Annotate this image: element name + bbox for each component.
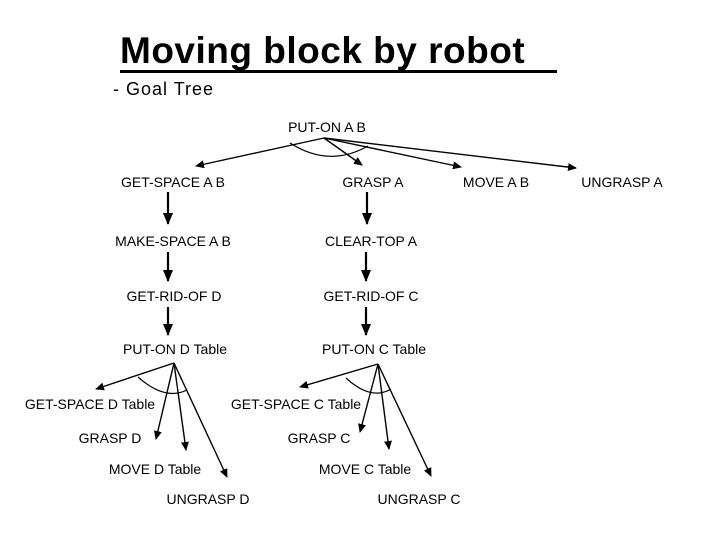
edge-puton-ab-to-grasp-a	[323, 137, 363, 166]
node-grasp-a: GRASP A	[342, 174, 404, 190]
node-make-space-a-b: MAKE-SPACE A B	[115, 233, 231, 249]
edge-puton-ab-to-ungrasp-a	[323, 137, 577, 172]
right-chain-edges	[361, 192, 372, 336]
edge-puton-c-to-ungrasp-c	[377, 363, 432, 477]
node-get-space-d-table: GET-SPACE D Table	[25, 396, 155, 412]
bottom-left-fan-edges	[95, 362, 228, 478]
edge-puton-d-to-ungrasp-d	[173, 362, 228, 478]
node-ungrasp-a: UNGRASP A	[581, 174, 663, 190]
edge-puton-ab-to-move-ab	[323, 137, 462, 170]
node-move-d-table: MOVE D Table	[109, 461, 202, 477]
edge-puton-c-to-move-c-table	[377, 363, 392, 450]
slide-title: Moving block by robot	[120, 30, 526, 71]
edge-puton-d-to-grasp-d	[153, 362, 175, 440]
tree-node-labels: PUT-ON A B GET-SPACE A B GRASP A MOVE A …	[25, 119, 663, 507]
sequence-arc-top	[289, 142, 369, 157]
node-clear-top-a: CLEAR-TOP A	[325, 233, 418, 249]
node-get-space-c-table: GET-SPACE C Table	[231, 396, 361, 412]
node-put-on-d-table: PUT-ON D Table	[123, 341, 227, 357]
node-get-rid-of-c: GET-RID-OF C	[324, 288, 419, 304]
node-get-space-a-b: GET-SPACE A B	[121, 174, 225, 190]
node-get-rid-of-d: GET-RID-OF D	[127, 288, 222, 304]
edge-puton-ab-to-getspace-ab	[195, 137, 325, 169]
node-ungrasp-c: UNGRASP C	[378, 491, 461, 507]
sequence-arc-c	[345, 377, 392, 394]
node-grasp-d: GRASP D	[79, 430, 142, 446]
node-put-on-c-table: PUT-ON C Table	[322, 341, 426, 357]
node-put-on-a-b: PUT-ON A B	[288, 119, 366, 135]
sequence-arc-d	[137, 376, 188, 394]
slide-subtitle: - Goal Tree	[113, 79, 215, 99]
node-move-a-b: MOVE A B	[463, 174, 529, 190]
title-underline	[120, 70, 557, 73]
bottom-right-fan-edges	[299, 363, 432, 477]
edge-puton-d-to-move-d-table	[173, 362, 189, 451]
edge-puton-c-to-grasp-c	[358, 363, 379, 433]
node-ungrasp-d: UNGRASP D	[167, 491, 250, 507]
node-move-c-table: MOVE C Table	[319, 461, 412, 477]
top-fan-edges	[195, 137, 577, 172]
edge-puton-d-to-getspace-d-table	[95, 362, 175, 391]
edge-puton-c-to-getspace-c-table	[299, 363, 379, 389]
node-grasp-c: GRASP C	[288, 430, 351, 446]
